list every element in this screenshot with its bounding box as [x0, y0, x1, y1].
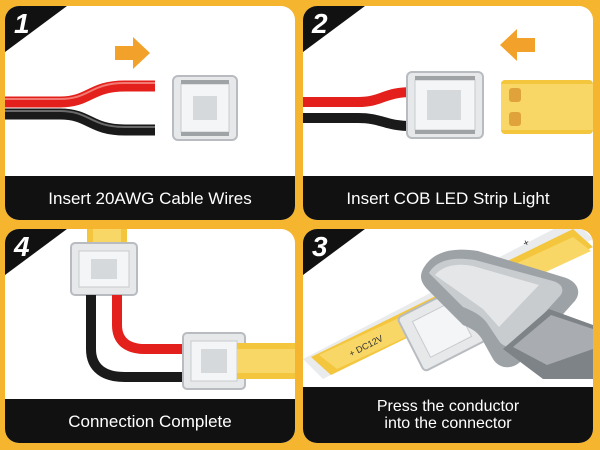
- red-wire: [112, 295, 190, 354]
- step-caption-line-1: Press the conductor: [376, 398, 520, 415]
- step-caption: Insert 20AWG Cable Wires: [5, 176, 295, 220]
- black-wire: [86, 295, 190, 382]
- step-number: 4: [14, 231, 30, 262]
- step-caption: Press the conductor into the connector: [303, 387, 593, 443]
- red-wire: [5, 80, 155, 108]
- connection-complete-illustration: [70, 229, 295, 390]
- step-number: 1: [14, 8, 30, 39]
- connector: [406, 71, 484, 139]
- cob-led-strip: [501, 80, 593, 134]
- step-caption-line-2: into the connector: [384, 415, 512, 432]
- step-3-panel: 3 + DC12V + Press the conductor into the…: [303, 229, 593, 443]
- connector: [172, 75, 238, 141]
- black-wire: [5, 108, 155, 136]
- step-caption: Insert COB LED Strip Light: [303, 176, 593, 220]
- arrow-right-icon: [115, 37, 150, 69]
- press-tool: [421, 249, 593, 379]
- red-wire: [303, 87, 414, 107]
- step-number: 3: [312, 231, 328, 262]
- press-conductor-illustration: + DC12V +: [303, 229, 593, 379]
- arrow-left-icon: [500, 29, 535, 61]
- wires-and-connector-illustration: [5, 37, 238, 141]
- step-1-panel: 1 Insert 20AWG Cable Wires: [5, 6, 295, 220]
- step-4-panel: 4 Connection Complete: [5, 229, 295, 443]
- bottom-connector: [182, 332, 246, 390]
- step-caption: Connection Complete: [5, 399, 295, 443]
- step-2-panel: 2 Insert COB LED Strip Light: [303, 6, 593, 220]
- cob-led-strip-horizontal: [237, 343, 295, 379]
- strip-plus-marking: +: [521, 237, 531, 250]
- black-wire: [303, 113, 414, 131]
- strip-insertion-illustration: [303, 29, 593, 139]
- top-connector: [70, 242, 138, 296]
- step-number: 2: [312, 8, 328, 39]
